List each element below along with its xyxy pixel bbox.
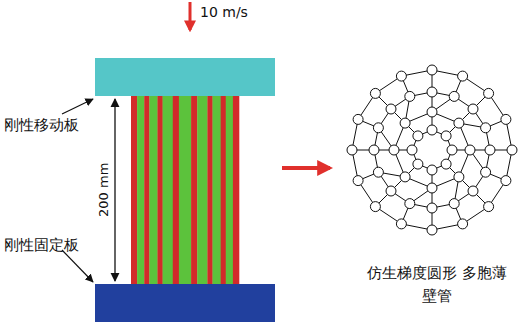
tube-stripe [191,96,197,284]
dimension-line [114,99,115,281]
velocity-label: 10 m/s [200,4,248,21]
cell-joint [507,145,517,155]
tube-stripe [207,96,212,284]
cell-joint [454,172,464,182]
dimension-label: 200 mm [96,163,112,217]
pointer-arrow [282,166,330,170]
cell-joint [484,88,494,98]
cell-joint [427,183,437,193]
cell-joint [454,118,464,128]
cell-joint [405,91,415,101]
cell-joint [441,131,451,141]
part-name: 刚性移动板 [4,116,79,134]
cell-joint [347,145,357,155]
cell-joint [427,225,437,235]
tube-stripe [233,96,239,284]
cell-joint [405,199,415,209]
cell-joint [501,176,511,186]
cell-joint [458,219,468,229]
cell-joint [396,71,406,81]
tube-stripe [157,96,162,284]
cell-joint [481,123,491,133]
cell-joint [447,145,457,155]
tube-stripe [131,96,137,284]
cell-joint [427,203,437,213]
cell-joint [400,172,410,182]
leader-arrow [62,99,93,114]
tube-stripe [137,96,144,284]
cell-joint [386,104,396,114]
cell-joint [370,202,380,212]
cell-joint [369,145,379,155]
cell-joint [370,88,380,98]
tube-stripe [163,96,173,284]
cell-joint [413,159,423,169]
cell-joint [407,145,417,155]
leader-arrow [62,250,93,282]
tube-stripe [179,96,192,284]
cell-joint [465,145,475,155]
moving-plate [95,58,275,96]
cell-joint [373,123,383,133]
cell-joint [373,167,383,177]
part-name: 刚性固定板 [4,236,79,254]
tube-stripe [226,96,233,284]
cell-joint [400,118,410,128]
cell-joint [481,167,491,177]
cell-joint [427,125,437,135]
cell-joint [449,91,459,101]
tube-stripe [144,96,149,284]
tube-stripe [173,96,179,284]
cell-joint [389,145,399,155]
cell-joint [386,186,396,196]
tube-stripe [221,96,226,284]
cell-joint [468,186,478,196]
cell-joint [427,87,437,97]
cell-joint [468,104,478,114]
tube-stripe [197,96,207,284]
cell-joint [484,202,494,212]
cell-joint [458,71,468,81]
cell-joint [396,219,406,229]
cell-joint [501,114,511,124]
fixed-plate [95,284,275,322]
cell-joint [427,107,437,117]
tube-side-view [131,96,239,284]
caption-label: 仿生梯度圆形 多胞薄壁管 [362,262,512,307]
cell-joint [353,114,363,124]
cell-joint [427,165,437,175]
cell-joint [449,199,459,209]
tube-stripe [213,96,221,284]
cell-joint [485,145,495,155]
cell-joint [427,65,437,75]
tube-stripe [149,96,157,284]
cell-joint [353,176,363,186]
velocity-arrow [189,2,192,30]
cross-section-drawing [347,65,517,235]
cell-joint [441,159,451,169]
cell-joint [413,131,423,141]
